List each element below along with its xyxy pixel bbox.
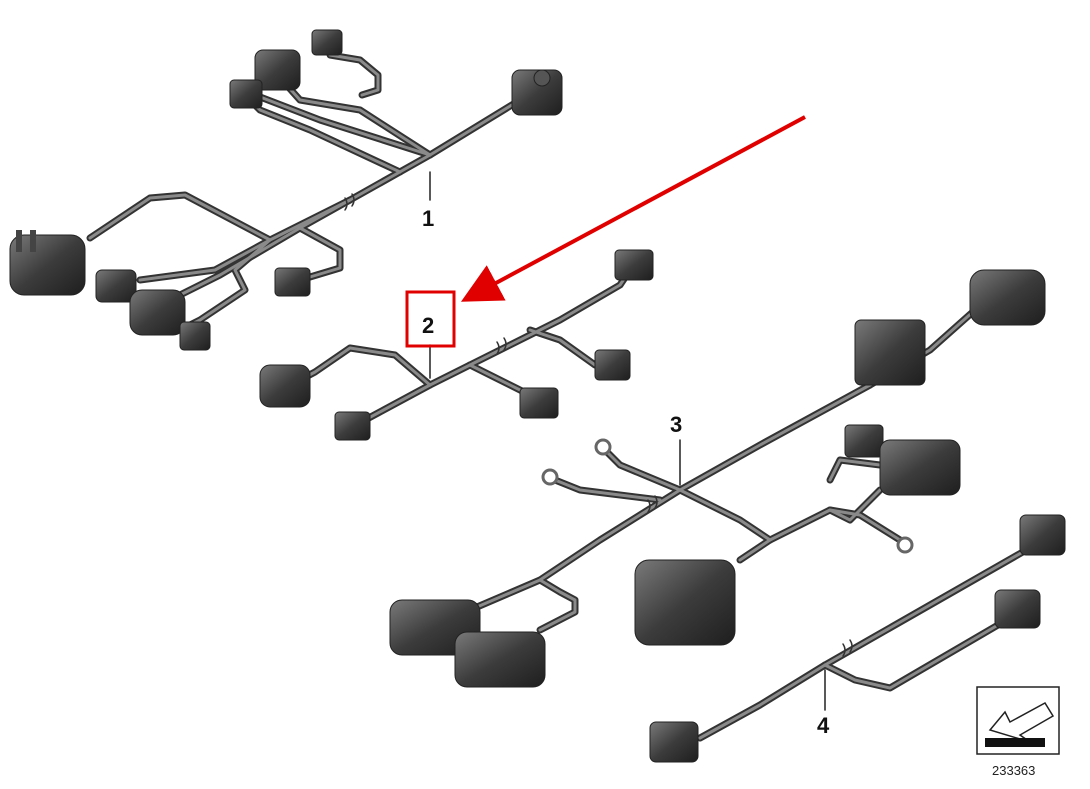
highlight-box — [405, 290, 456, 348]
harness-4-connectors — [649, 514, 1066, 763]
harness-2-connectors — [259, 249, 654, 441]
harness-3 — [466, 306, 979, 634]
part-number: 233363 — [992, 763, 1035, 778]
callout-4: 4 — [817, 713, 830, 738]
callout-1: 1 — [422, 206, 434, 231]
callout-3: 3 — [670, 412, 682, 437]
arrow-orientation-icon — [976, 686, 1060, 755]
callout-2: 2 — [422, 313, 434, 338]
highlight-arrow — [460, 115, 806, 302]
harness-3-connectors — [389, 269, 1046, 688]
harness-4 — [696, 541, 1039, 742]
harness-1-connectors — [9, 29, 563, 351]
harness-2 — [296, 266, 634, 429]
harness-1 — [86, 51, 524, 334]
